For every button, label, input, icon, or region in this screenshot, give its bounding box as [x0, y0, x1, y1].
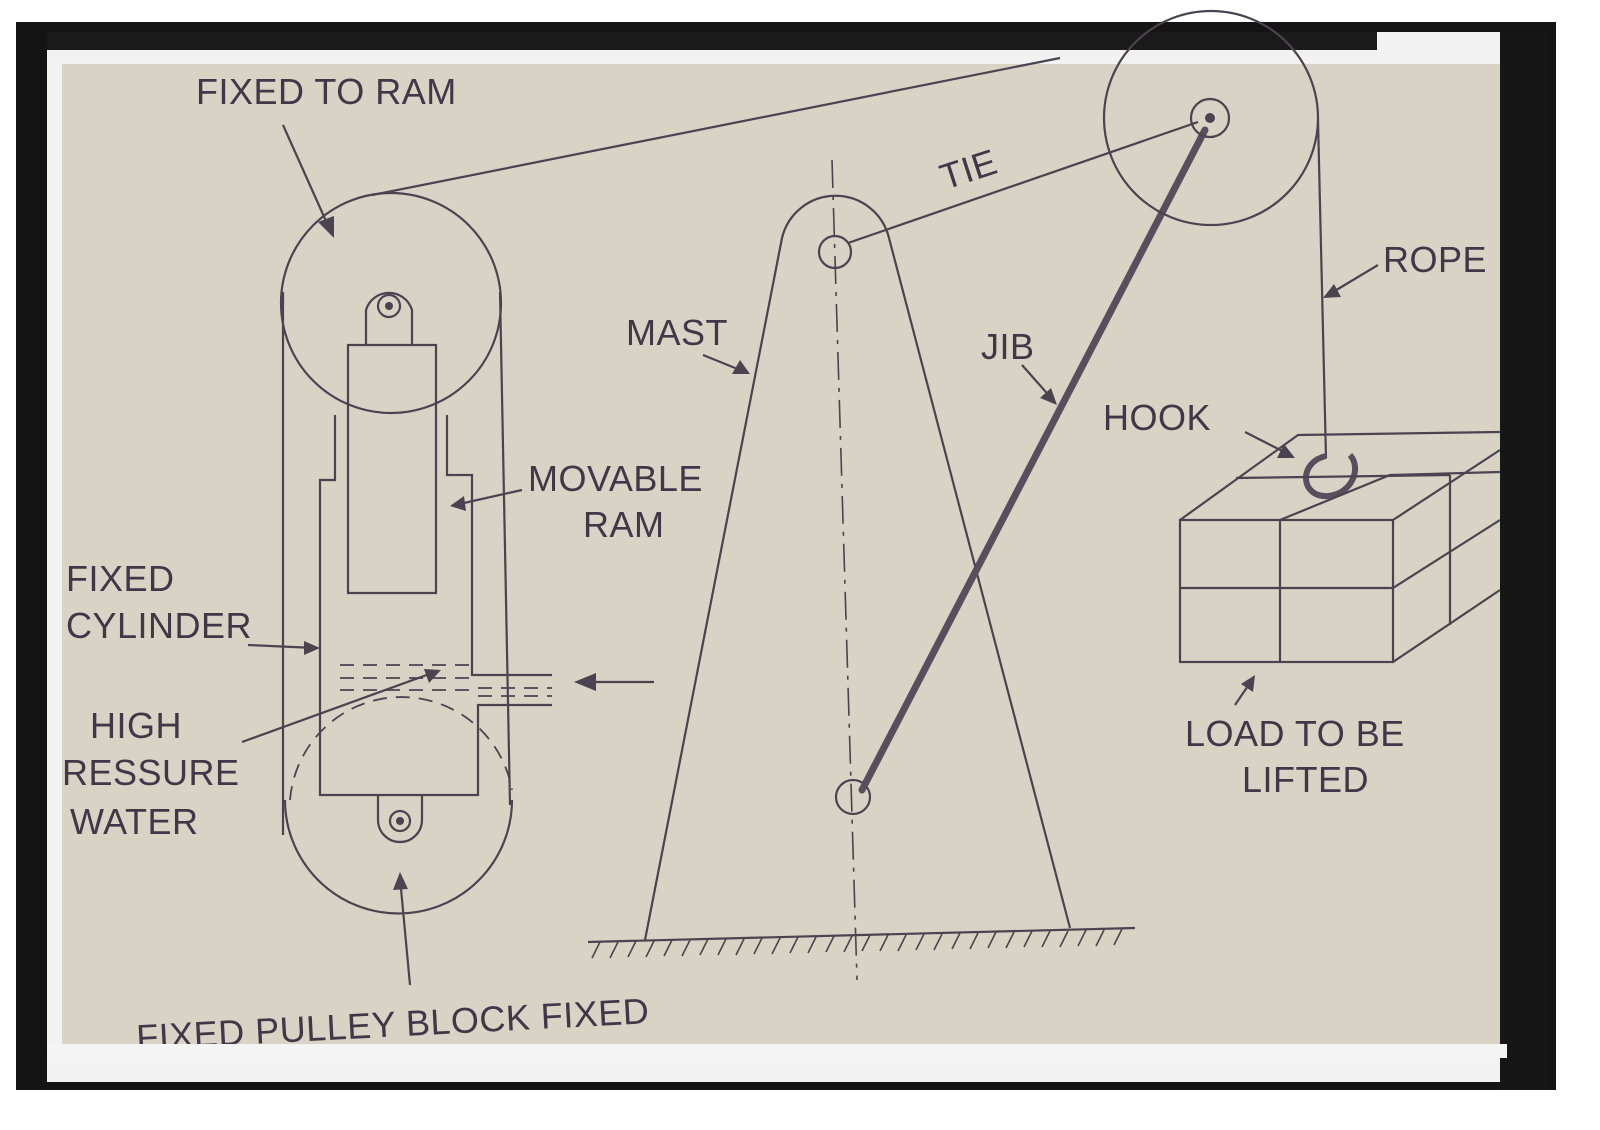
fixed-to-ram-arrowhead [318, 216, 334, 238]
leader-arrows [241, 124, 1379, 986]
fixed-pulley-arrowhead [393, 872, 408, 890]
cylinder-left-wall [318, 415, 552, 797]
jib-arrowhead [1040, 388, 1057, 405]
fixed-clevis [376, 795, 424, 844]
jib [858, 126, 1209, 794]
hook [1303, 452, 1358, 499]
load-side-mid [1392, 519, 1501, 589]
fixed-pulley-arc [283, 799, 514, 915]
mast-outline [643, 194, 1072, 941]
ram-assembly [279, 191, 654, 915]
load-front-face [1178, 518, 1395, 664]
ram-pin [376, 293, 402, 319]
label-load-1: LOAD TO BE [1185, 713, 1405, 754]
movable-ram-arrowhead [450, 496, 466, 511]
ram-pin-center [385, 302, 393, 310]
load-top-right-edge [1392, 449, 1501, 521]
label-load-2: LIFTED [1242, 759, 1369, 800]
rope-arrowhead [1323, 284, 1341, 298]
rope-drop [1316, 119, 1328, 459]
mast-assembly [587, 159, 1136, 981]
rope-top-span [371, 56, 1061, 197]
fixed-to-ram-arrow-line [281, 124, 332, 231]
cylinder-right-wall [445, 415, 552, 677]
jib-head-pin-center [1205, 113, 1215, 123]
jib-assembly [847, 9, 1358, 794]
label-hook: HOOK [1103, 397, 1211, 438]
hook-arrowhead [1277, 444, 1295, 458]
ground-hatching [591, 928, 1123, 959]
label-fixed-to-ram: FIXED TO RAM [196, 71, 457, 112]
mast-centreline [831, 159, 858, 981]
bottom-crop-edge [47, 1044, 1507, 1058]
ram-pulley [279, 191, 503, 415]
paper [62, 64, 1502, 1044]
load-box [1178, 430, 1501, 664]
label-high-pressure-1: HIGH [90, 705, 182, 746]
tie [847, 120, 1199, 245]
jib-head-pulley [1102, 9, 1320, 227]
load-top-back-edge [1179, 430, 1501, 521]
right-edge-shadow [1500, 30, 1550, 1090]
label-mast: MAST [626, 312, 728, 353]
high-pressure-arrow-line [241, 670, 436, 744]
load-top-mid-2 [1235, 473, 1451, 480]
loop-right-line [498, 291, 512, 806]
fixed-pin-center [396, 817, 404, 825]
label-fixed-cylinder-1: FIXED [66, 558, 175, 599]
high-pressure-arrowhead [424, 669, 441, 683]
label-fixed-cylinder-2: CYLINDER [66, 605, 252, 646]
label-movable-ram-1: MOVABLE [528, 458, 703, 499]
label-movable-ram-2: RAM [583, 504, 665, 545]
jib-foot-pin [834, 778, 872, 816]
fixed-pulley-arrow-line [398, 877, 412, 986]
load-arrowhead [1241, 675, 1255, 692]
jib-head-pin [1189, 97, 1231, 139]
movable-ram [346, 343, 438, 595]
fixed-pulley-hidden-arc [289, 696, 513, 801]
label-jib: JIB [981, 326, 1035, 367]
inlet-arrow-head [574, 673, 596, 691]
ground-line [587, 926, 1136, 944]
fixed-cylinder-arrow-line [247, 643, 316, 650]
load-side-bottom-edge [1392, 589, 1501, 663]
label-high-pressure-2: RESSURE [62, 752, 240, 793]
fixed-cylinder-arrowhead [304, 641, 320, 655]
mast-arrowhead [732, 360, 750, 374]
label-rope: ROPE [1383, 239, 1487, 280]
ram-clevis [364, 291, 414, 345]
fixed-pin [388, 809, 412, 833]
top-edge-shadow [47, 32, 1377, 50]
label-high-pressure-3: WATER [70, 801, 198, 842]
movable-ram-arrow-line [454, 488, 523, 507]
